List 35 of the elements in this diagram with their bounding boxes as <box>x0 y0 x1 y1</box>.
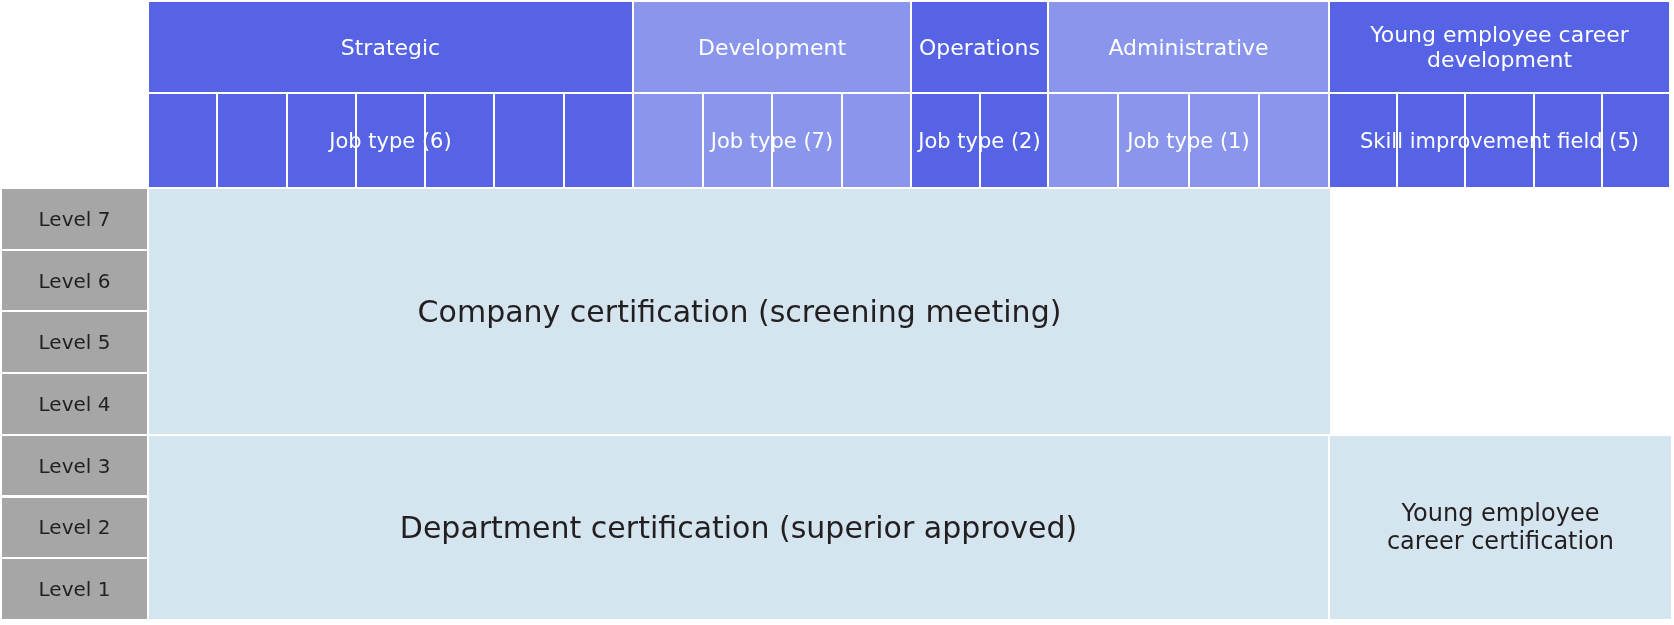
certification-area <box>1330 435 1671 619</box>
category-header-text: Young employee career development <box>1370 22 1629 72</box>
category-header <box>634 2 910 92</box>
level-label-text: Level 4 <box>38 391 111 416</box>
level-label-text: Level 3 <box>38 453 111 478</box>
certification-area <box>149 189 1330 434</box>
level-label <box>2 312 147 373</box>
job-type-header <box>634 94 910 187</box>
job-type-header <box>912 94 1047 187</box>
level-label <box>2 497 147 558</box>
category-header-text: Development <box>697 34 847 60</box>
category-header-text: Operations <box>919 34 1040 60</box>
level-label-text: Level 1 <box>38 577 111 602</box>
job-type-header <box>1330 94 1669 187</box>
certification-area-text: Department certification (superior approved) <box>399 509 1078 545</box>
level-label <box>2 374 147 434</box>
category-header <box>912 2 1047 92</box>
category-header <box>1330 2 1669 92</box>
certification-area <box>149 435 1328 619</box>
level-label-text: Level 7 <box>38 206 111 231</box>
category-header <box>1049 2 1328 92</box>
level-label <box>2 250 147 311</box>
job-type-header <box>1049 94 1328 187</box>
level-label <box>2 559 147 619</box>
job-type-header <box>149 94 632 187</box>
category-header-text: Strategic <box>340 34 441 60</box>
level-label <box>2 435 147 496</box>
certification-area-text: Company certification (screening meeting) <box>417 293 1062 329</box>
level-label-text: Level 5 <box>38 330 111 355</box>
category-header <box>149 2 632 92</box>
level-label <box>2 189 147 249</box>
category-header-text: Administrative <box>1108 34 1269 60</box>
level-label-text: Level 2 <box>38 515 111 540</box>
certification-area-text: Young employee career certification <box>1385 499 1616 556</box>
level-label-text: Level 6 <box>38 268 111 293</box>
